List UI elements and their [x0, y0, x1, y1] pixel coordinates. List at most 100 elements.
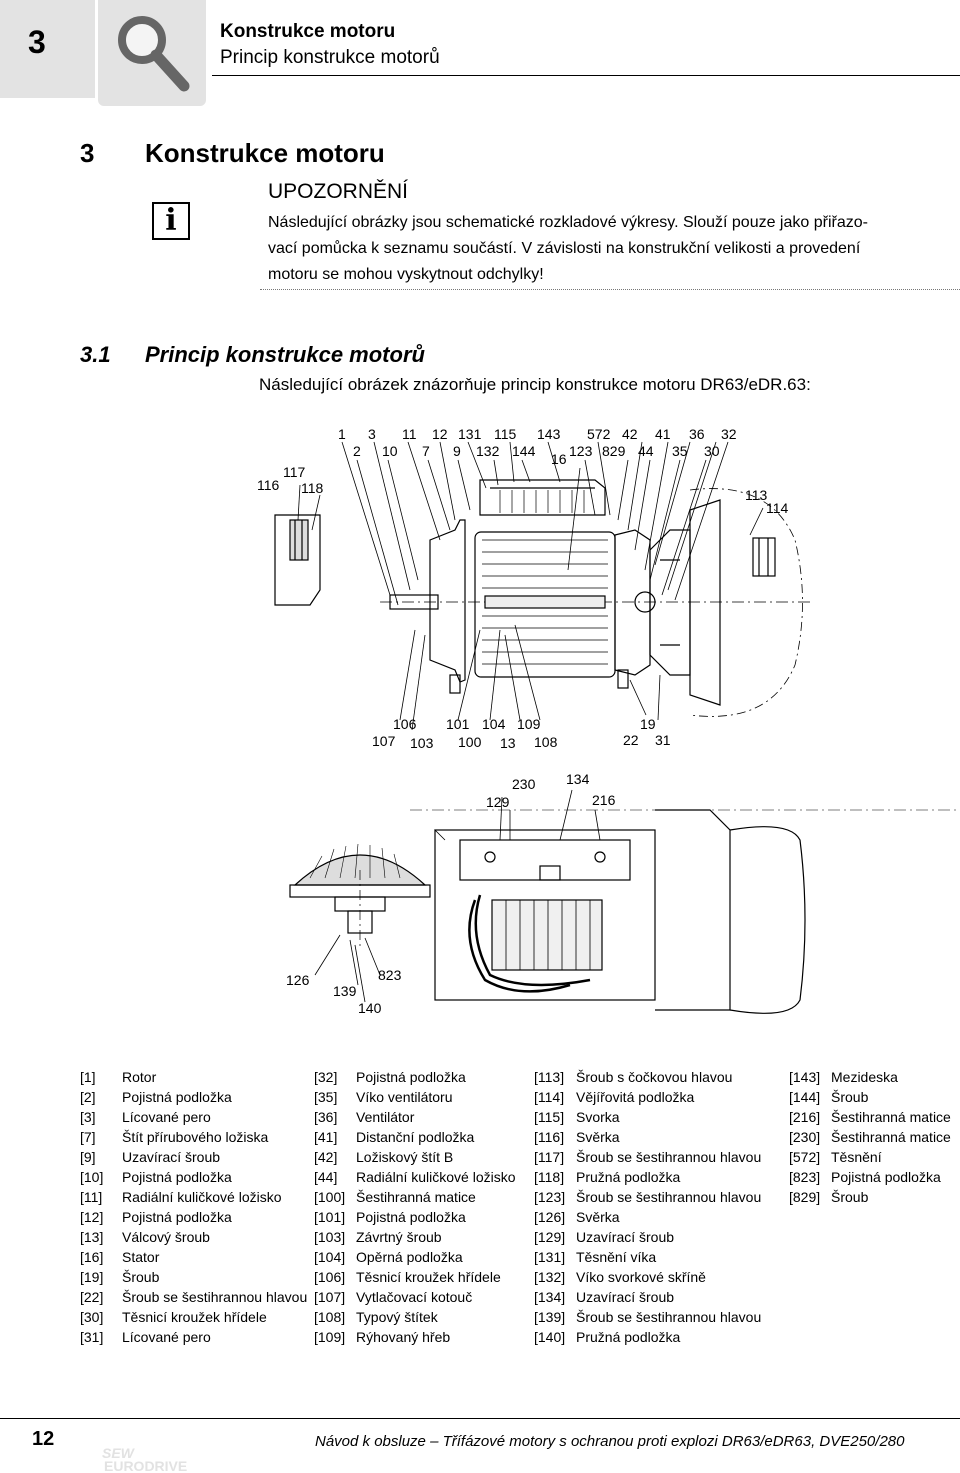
legend-item-number: [144]: [789, 1089, 821, 1105]
chapter-tab: [0, 0, 95, 98]
legend-item-number: [143]: [789, 1069, 821, 1085]
motor-drawing: 1 3 11 12 131 115 143 572 42 41 36 32 2 …: [257, 426, 810, 751]
callout-label: 216: [592, 792, 616, 808]
legend-item-label: Šestihranná matice: [831, 1109, 951, 1125]
section-number: 3: [80, 138, 95, 168]
legend-item-number: [44]: [314, 1169, 338, 1185]
legend-item-label: Šroub: [831, 1089, 869, 1105]
legend-item-label: Víko ventilátoru: [356, 1089, 453, 1105]
legend-item-number: [139]: [534, 1309, 566, 1325]
note-divider: [260, 289, 960, 290]
legend-item-label: Distanční podložka: [356, 1129, 475, 1145]
legend-item-label: Uzavírací šroub: [122, 1149, 221, 1165]
legend-item-label: Rýhovaný hřeb: [356, 1329, 451, 1345]
legend-item-number: [114]: [534, 1089, 565, 1105]
legend-item-number: [2]: [80, 1089, 96, 1105]
callout-label: 134: [566, 771, 590, 787]
callout-label: 108: [534, 734, 558, 750]
legend-item-label: Ložiskový štít B: [356, 1149, 454, 1165]
callout-label: 101: [446, 716, 470, 732]
legend-item-number: [131]: [534, 1249, 566, 1265]
callout-label: 41: [655, 426, 671, 442]
legend-item-label: Pojistná podložka: [356, 1069, 466, 1085]
legend-item-number: [12]: [80, 1209, 104, 1225]
legend-item-label: Šroub se šestihrannou hlavou: [576, 1189, 762, 1205]
legend-item-label: Uzavírací šroub: [576, 1289, 675, 1305]
callout-label: 103: [410, 735, 434, 751]
magnifier-icon: [118, 16, 190, 92]
callout-label: 32: [721, 426, 737, 442]
legend-item-label: Těsnění víka: [576, 1249, 657, 1265]
legend-item-number: [140]: [534, 1329, 566, 1345]
info-icon: i: [152, 202, 190, 240]
callout-label: 22: [623, 732, 639, 748]
legend-item-number: [19]: [80, 1269, 104, 1285]
callout-label: 104: [482, 716, 506, 732]
legend-item-number: [16]: [80, 1249, 104, 1265]
legend-item-number: [1]: [80, 1069, 96, 1085]
callout-label: 114: [766, 500, 789, 516]
legend-item-label: Šroub: [831, 1189, 869, 1205]
legend-item-number: [823]: [789, 1169, 821, 1185]
legend-item-number: [35]: [314, 1089, 338, 1105]
legend-item-number: [101]: [314, 1209, 346, 1225]
legend-item-label: Pružná podložka: [576, 1169, 681, 1185]
legend-item-label: Ventilátor: [356, 1109, 415, 1125]
callout-label: 572: [587, 426, 611, 442]
note-line: vací pomůcka k seznamu součástí. V závis…: [268, 240, 861, 257]
legend-item-number: [113]: [534, 1069, 565, 1085]
legend-item-label: Šroub s čočkovou hlavou: [576, 1069, 733, 1085]
terminal-box-drawing: 230 134 129 216 126 823 139 140: [286, 771, 960, 1016]
legend-item-label: Pojistná podložka: [356, 1209, 466, 1225]
legend-item-label: Mezideska: [831, 1069, 898, 1085]
legend-item-label: Rotor: [122, 1069, 157, 1085]
note-line: Následující obrázky jsou schematické roz…: [268, 214, 868, 231]
legend-item-label: Typový štítek: [356, 1309, 438, 1325]
callout-label: 106: [393, 716, 417, 732]
header-title: Konstrukce motoru: [220, 21, 396, 42]
legend-item-number: [829]: [789, 1189, 821, 1205]
legend-item-label: Pojistná podložka: [122, 1169, 232, 1185]
note-title: UPOZORNĚNÍ: [268, 180, 409, 203]
legend-item-number: [106]: [314, 1269, 346, 1285]
legend-item-number: [115]: [534, 1109, 565, 1125]
callout-label: 3: [368, 426, 376, 442]
legend-item-number: [123]: [534, 1189, 566, 1205]
callout-label: 116: [257, 477, 280, 493]
callout-label: 132: [476, 443, 500, 459]
note-text: Následující obrázky jsou schematické roz…: [268, 210, 958, 288]
footer-rule: [0, 1418, 960, 1419]
legend-item-number: [10]: [80, 1169, 104, 1185]
callout-label: 2: [353, 443, 361, 459]
logo-text: SEW: [102, 1445, 136, 1461]
legend-item-label: Pojistná podložka: [831, 1169, 941, 1185]
callout-label: 31: [655, 732, 671, 748]
callout-label: 115: [494, 426, 517, 442]
callout-label: 829: [602, 443, 626, 459]
callout-label: 126: [286, 972, 310, 988]
sew-logo: SEW EURODRIVE: [102, 1445, 187, 1473]
legend-item-number: [107]: [314, 1289, 346, 1305]
header-rule: [212, 75, 960, 76]
legend-item-label: Lícované pero: [122, 1329, 211, 1345]
callout-label: 7: [422, 443, 430, 459]
legend-item-number: [22]: [80, 1289, 104, 1305]
subsection-number: 3.1: [80, 342, 111, 367]
callout-label: 109: [517, 716, 541, 732]
callout-label: 117: [283, 464, 306, 480]
subsection-intro: Následující obrázek znázorňuje princip k…: [259, 375, 811, 394]
legend-item-number: [9]: [80, 1149, 96, 1165]
callout-label: 19: [640, 716, 656, 732]
legend-item-label: Válcový šroub: [122, 1229, 210, 1245]
legend-item-label: Šestihranná matice: [356, 1189, 476, 1205]
callout-label: 143: [537, 426, 561, 442]
callout-label: 823: [378, 967, 402, 983]
legend-item-label: Svěrka: [576, 1209, 620, 1225]
legend-item-label: Lícované pero: [122, 1109, 211, 1125]
callout-label: 10: [382, 443, 398, 459]
chapter-number: 3: [28, 24, 46, 60]
legend-item-label: Uzavírací šroub: [576, 1229, 675, 1245]
subsection-title: Princip konstrukce motorů: [145, 342, 425, 367]
callout-label: 100: [458, 734, 482, 750]
legend-item-number: [216]: [789, 1109, 821, 1125]
